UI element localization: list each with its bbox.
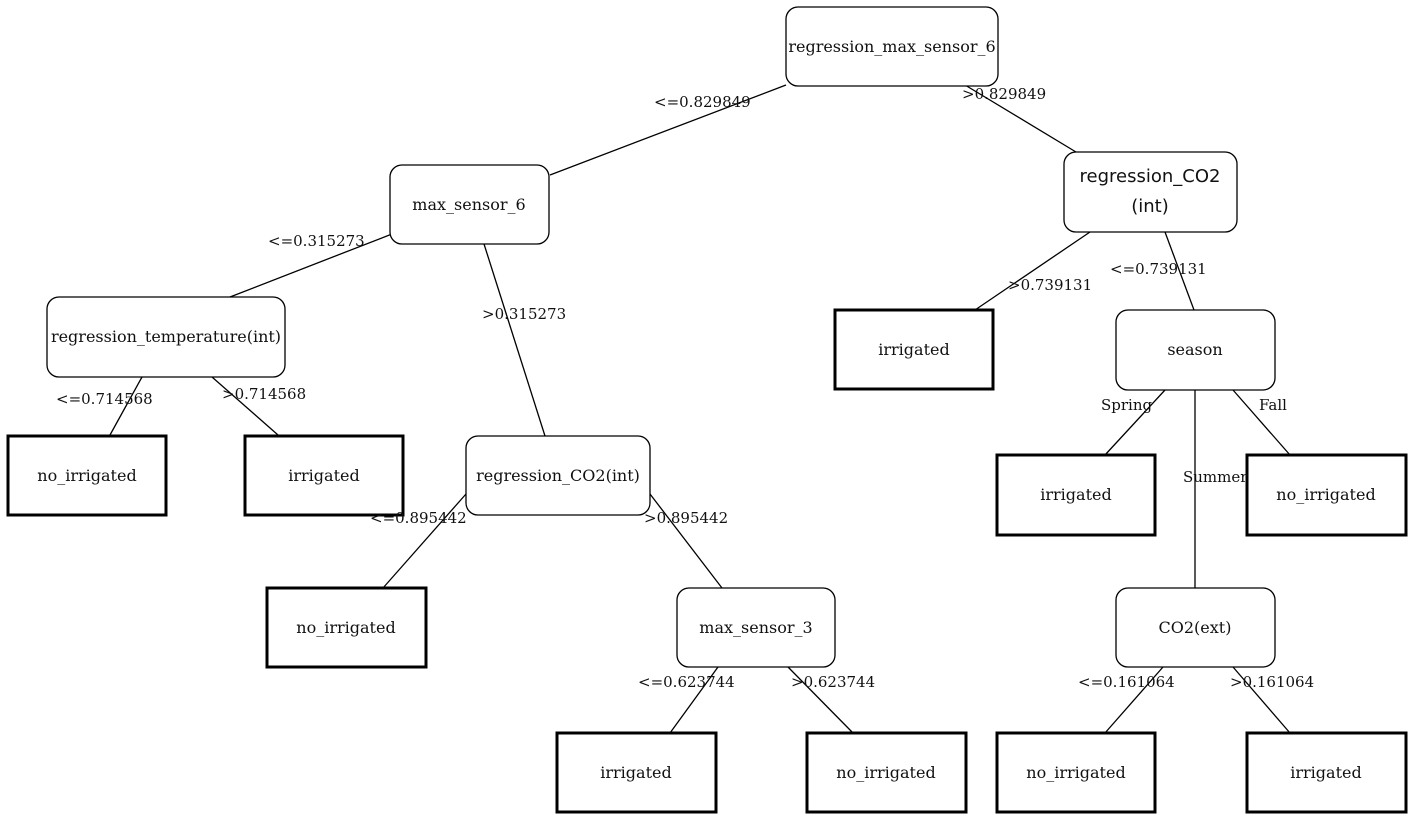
edge-label-root-right: >0.829849 <box>962 85 1046 103</box>
edge-season-fall <box>1232 389 1291 456</box>
leaf-co2-int-low: no_irrigated <box>265 586 428 669</box>
edge-co2r-left <box>974 231 1091 311</box>
edge-label-ms3-left: <=0.623744 <box>638 673 735 691</box>
leaf-sensor3-low-label: irrigated <box>600 763 671 782</box>
leaf-spring-label: irrigated <box>1040 485 1111 504</box>
node-max-sensor-3: max_sensor_3 <box>676 587 836 668</box>
edge-co2ext-left <box>1104 666 1164 734</box>
leaf-co2ext-high: irrigated <box>1245 731 1408 814</box>
edge-label-ms6-right: >0.315273 <box>482 305 566 323</box>
node-co2-ext: CO2(ext) <box>1115 587 1276 668</box>
node-regression-co2-right-line1: regression_CO2 <box>1080 166 1221 187</box>
node-season: season <box>1115 309 1276 391</box>
edge-label-co2l-left: <=0.895442 <box>370 509 467 527</box>
edges <box>109 84 1291 734</box>
edge-ms6-left <box>229 233 393 298</box>
edge-label-season-summer: Summer <box>1183 468 1248 486</box>
leaf-co2ext-high-label: irrigated <box>1290 763 1361 782</box>
edge-label-season-fall: Fall <box>1259 396 1287 414</box>
edge-labels: <=0.829849 >0.829849 <=0.315273 >0.31527… <box>56 85 1314 691</box>
node-season-label: season <box>1167 340 1222 359</box>
edge-ms6-right <box>483 243 546 437</box>
edge-label-temp-right: >0.714568 <box>222 385 306 403</box>
node-regression-temperature: regression_temperature(int) <box>46 296 286 378</box>
edge-co2l-right <box>649 493 723 589</box>
leaf-sensor3-low: irrigated <box>555 731 718 814</box>
node-regression-co2-left-label: regression_CO2(int) <box>476 466 640 485</box>
node-root-label: regression_max_sensor_6 <box>788 37 995 56</box>
edge-season-spring <box>1104 389 1166 456</box>
leaf-temp-low: no_irrigated <box>6 434 168 517</box>
edge-label-ms6-left: <=0.315273 <box>268 232 365 250</box>
edge-root-right <box>964 84 1077 153</box>
node-root: regression_max_sensor_6 <box>785 6 999 87</box>
leaf-fall: no_irrigated <box>1245 453 1408 537</box>
node-max-sensor-6: max_sensor_6 <box>389 164 550 245</box>
leaf-co2ext-low: no_irrigated <box>995 731 1157 814</box>
edge-label-co2r-left: >0.739131 <box>1008 276 1092 294</box>
leaf-temp-high-label: irrigated <box>288 466 359 485</box>
node-regression-co2-right-line2: (int) <box>1131 196 1169 217</box>
leaf-co2-right-high: irrigated <box>833 308 995 391</box>
edge-co2l-left <box>382 493 467 589</box>
leaf-sensor3-high-label: no_irrigated <box>836 763 935 782</box>
edge-ms3-left <box>669 666 719 734</box>
edge-label-temp-left: <=0.714568 <box>56 390 153 408</box>
leaf-co2ext-low-label: no_irrigated <box>1026 763 1125 782</box>
leaf-fall-label: no_irrigated <box>1276 485 1375 504</box>
edge-label-co2l-right: >0.895442 <box>644 509 728 527</box>
leaf-temp-low-label: no_irrigated <box>37 466 136 485</box>
edge-label-ms3-right: >0.623744 <box>791 673 875 691</box>
node-co2-ext-label: CO2(ext) <box>1159 618 1232 637</box>
edge-label-co2ext-left: <=0.161064 <box>1078 673 1175 691</box>
edge-root-left <box>549 84 787 176</box>
node-max-sensor-6-label: max_sensor_6 <box>412 195 525 214</box>
leaf-co2-right-high-label: irrigated <box>878 340 949 359</box>
node-regression-co2-int-left: regression_CO2(int) <box>465 435 651 516</box>
node-regression-temperature-label: regression_temperature(int) <box>51 327 281 346</box>
edge-co2r-right <box>1164 231 1195 311</box>
edge-label-root-left: <=0.829849 <box>654 93 751 111</box>
node-max-sensor-3-label: max_sensor_3 <box>699 618 812 637</box>
edge-temp-right <box>211 376 279 436</box>
leaf-co2-int-low-label: no_irrigated <box>296 618 395 637</box>
node-regression-co2-int-right: regression_CO2 (int) <box>1063 151 1238 233</box>
edge-label-co2r-right: <=0.739131 <box>1110 260 1207 278</box>
leaf-sensor3-high: no_irrigated <box>805 731 968 814</box>
edge-co2ext-right <box>1232 666 1291 734</box>
leaf-spring: irrigated <box>995 453 1157 537</box>
edge-ms3-right <box>787 666 854 734</box>
leaf-temp-high: irrigated <box>243 434 405 517</box>
edge-label-co2ext-right: >0.161064 <box>1230 673 1314 691</box>
edge-temp-left <box>109 376 143 436</box>
edge-label-season-spring: Spring <box>1101 396 1153 414</box>
